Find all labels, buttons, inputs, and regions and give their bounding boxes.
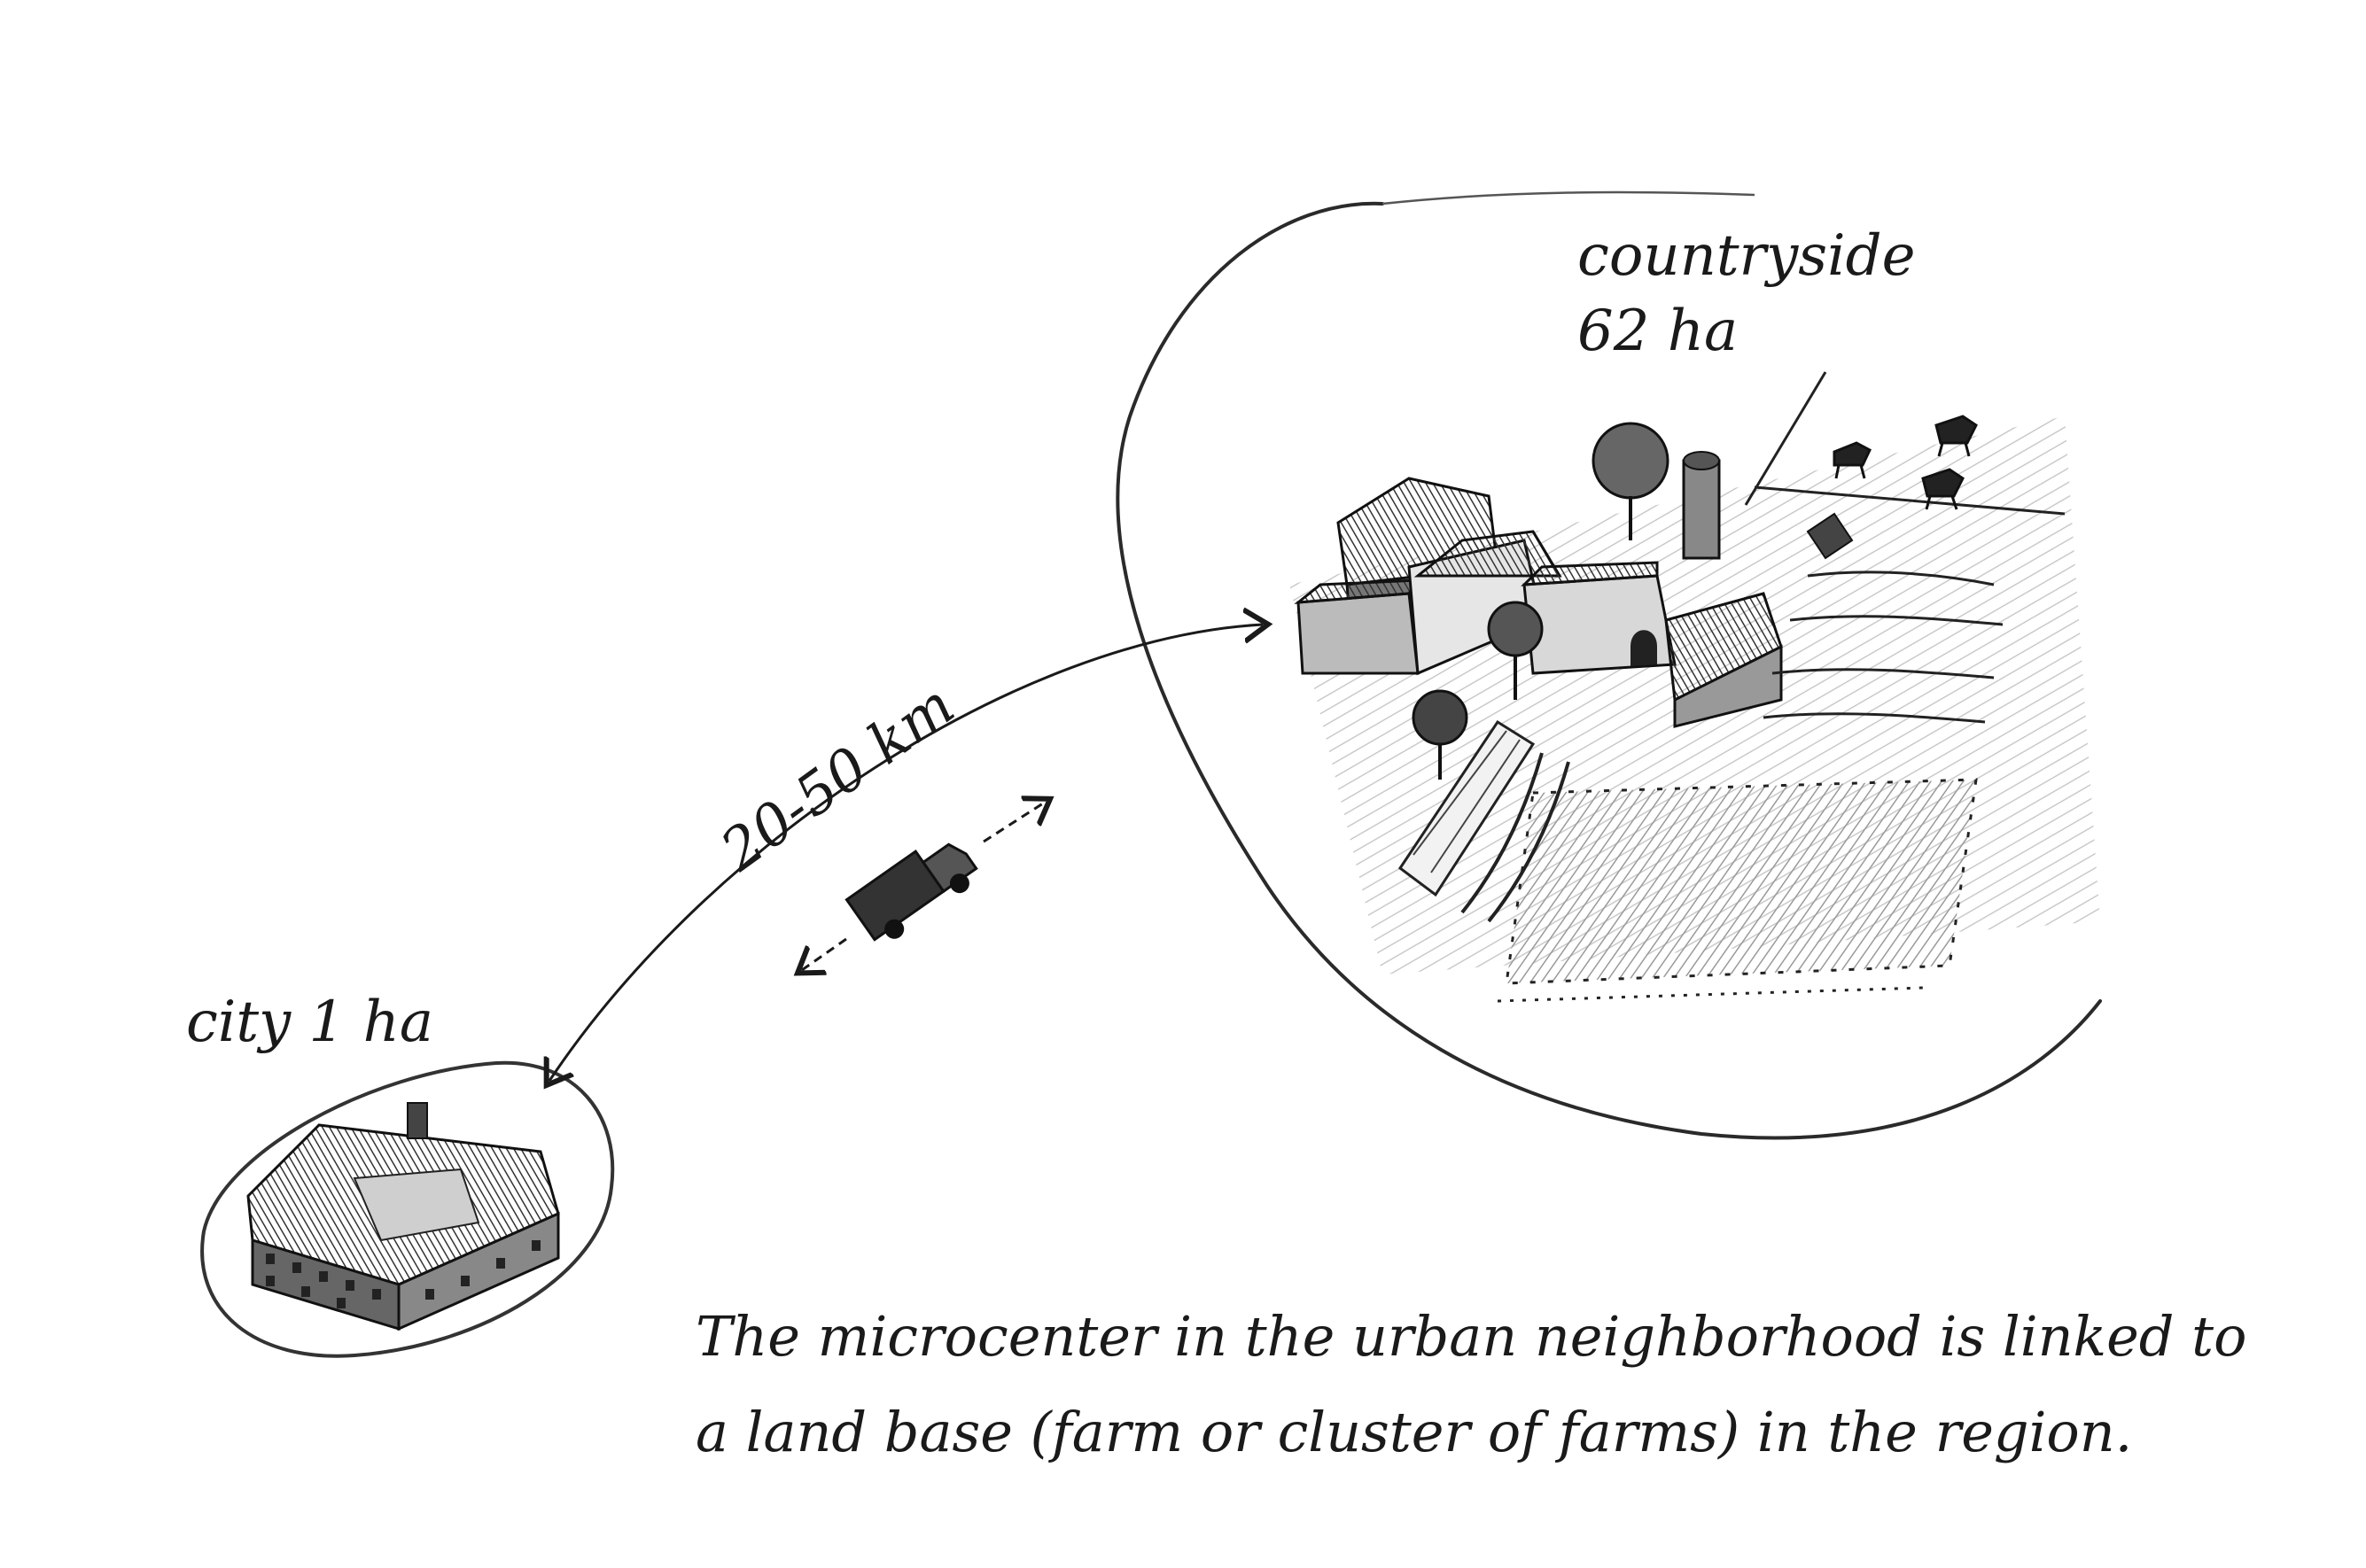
travel-arrows bbox=[802, 802, 1046, 970]
pasture bbox=[1744, 371, 2066, 724]
truck-icon bbox=[844, 842, 978, 942]
city-label: city 1 ha bbox=[186, 990, 433, 1055]
countryside-region: countryside 62 ha bbox=[1116, 190, 2102, 1140]
caption-line-1: The microcenter in the urban neighborhoo… bbox=[696, 1304, 2247, 1369]
countryside-area-label: 62 ha bbox=[1577, 299, 1738, 364]
distance-arc bbox=[549, 625, 1263, 1081]
city-block-illustration bbox=[246, 1102, 560, 1331]
city-circle bbox=[200, 1060, 615, 1358]
greenhouse bbox=[1397, 719, 1570, 923]
field bbox=[1497, 778, 1978, 1003]
distance-label: 20-50 km bbox=[709, 672, 966, 884]
caption-line-2: a land base (farm or cluster of farms) i… bbox=[696, 1400, 2133, 1464]
farm-illustration bbox=[1289, 371, 2100, 1003]
caption: The microcenter in the urban neighborhoo… bbox=[696, 1289, 2291, 1480]
city-region: city 1 ha bbox=[186, 990, 615, 1358]
connection: 20-50 km bbox=[549, 625, 1263, 1081]
countryside-label: countryside bbox=[1577, 223, 1915, 289]
trees bbox=[1412, 422, 1669, 780]
